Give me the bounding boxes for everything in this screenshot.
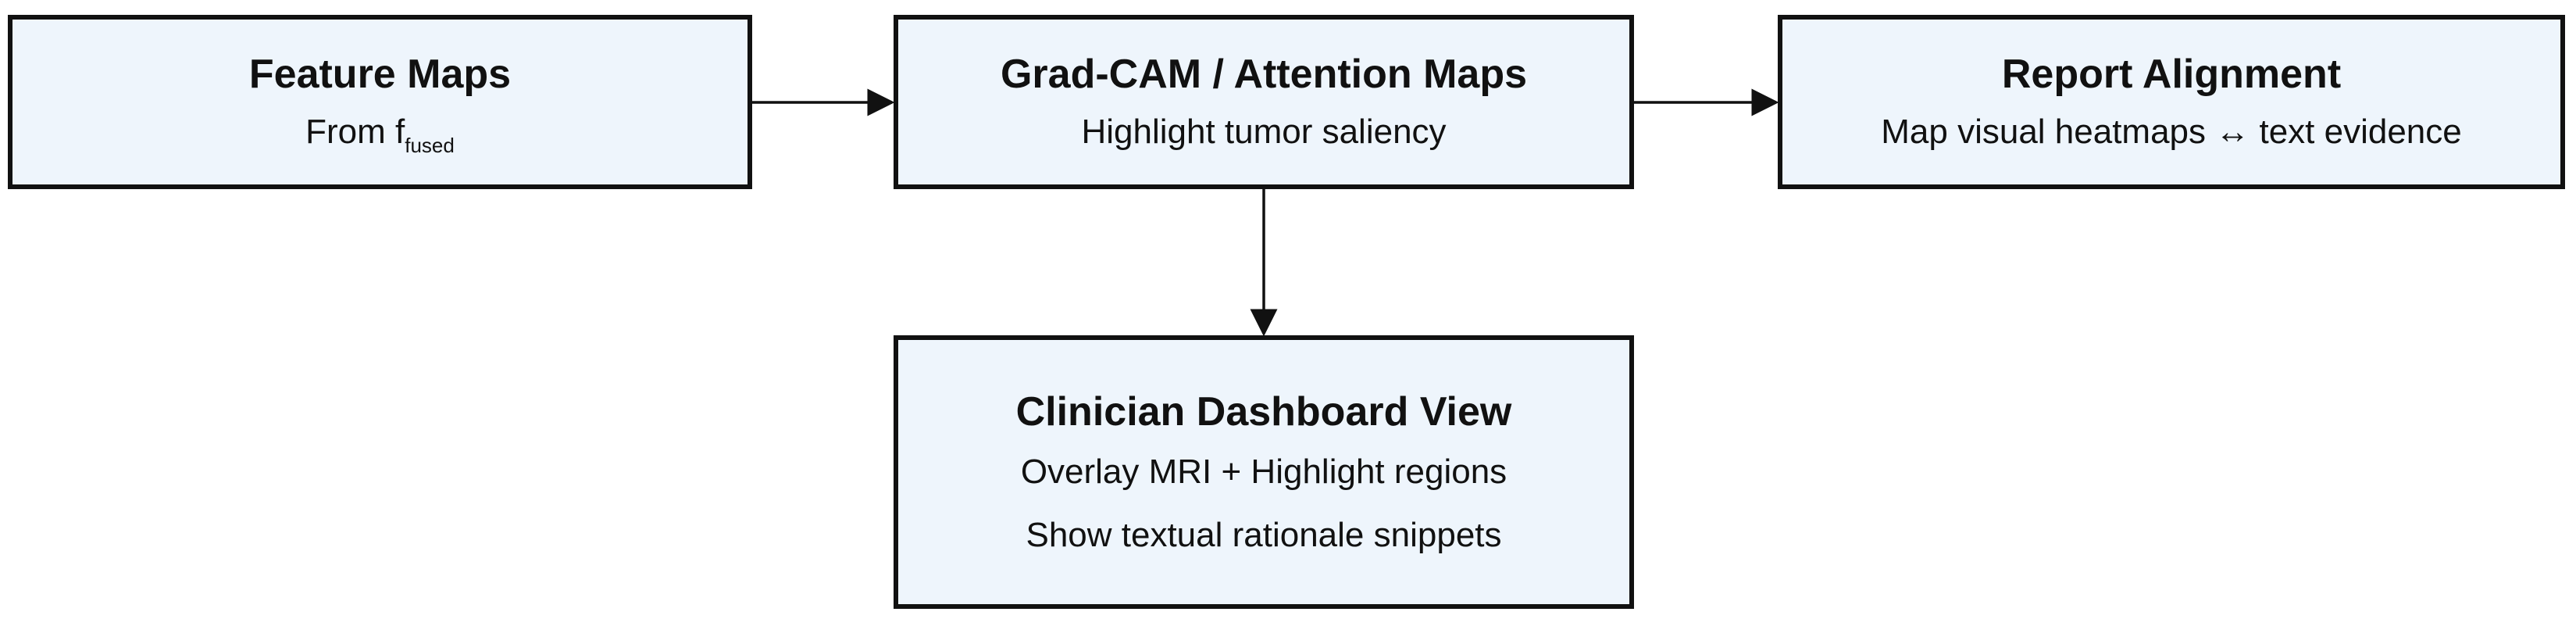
node-report-alignment: Report Alignment Map visual heatmaps ↔ t… [1778, 15, 2565, 189]
node-clinician-dashboard-view: Clinician Dashboard View Overlay MRI + H… [894, 335, 1634, 609]
node-line-1: Overlay MRI + Highlight regions [1020, 453, 1507, 492]
node-title: Clinician Dashboard View [1015, 388, 1512, 435]
node-gradcam-attention-maps: Grad-CAM / Attention Maps Highlight tumo… [894, 15, 1634, 189]
node-subtitle: Map visual heatmaps ↔ text evidence [1881, 113, 2462, 152]
node-title: Feature Maps [248, 52, 512, 98]
node-feature-maps: Feature Maps From ffused [8, 15, 752, 189]
node-line-2: Show textual rationale snippets [1026, 515, 1502, 554]
node-subtitle: From ffused [305, 113, 455, 156]
subtitle-prefix: From f [305, 113, 405, 152]
node-title: Report Alignment [2001, 52, 2342, 98]
node-subtitle: Highlight tumor saliency [1081, 113, 1447, 152]
node-title: Grad-CAM / Attention Maps [1000, 52, 1528, 98]
subtitle-subscript: fused [405, 134, 455, 158]
